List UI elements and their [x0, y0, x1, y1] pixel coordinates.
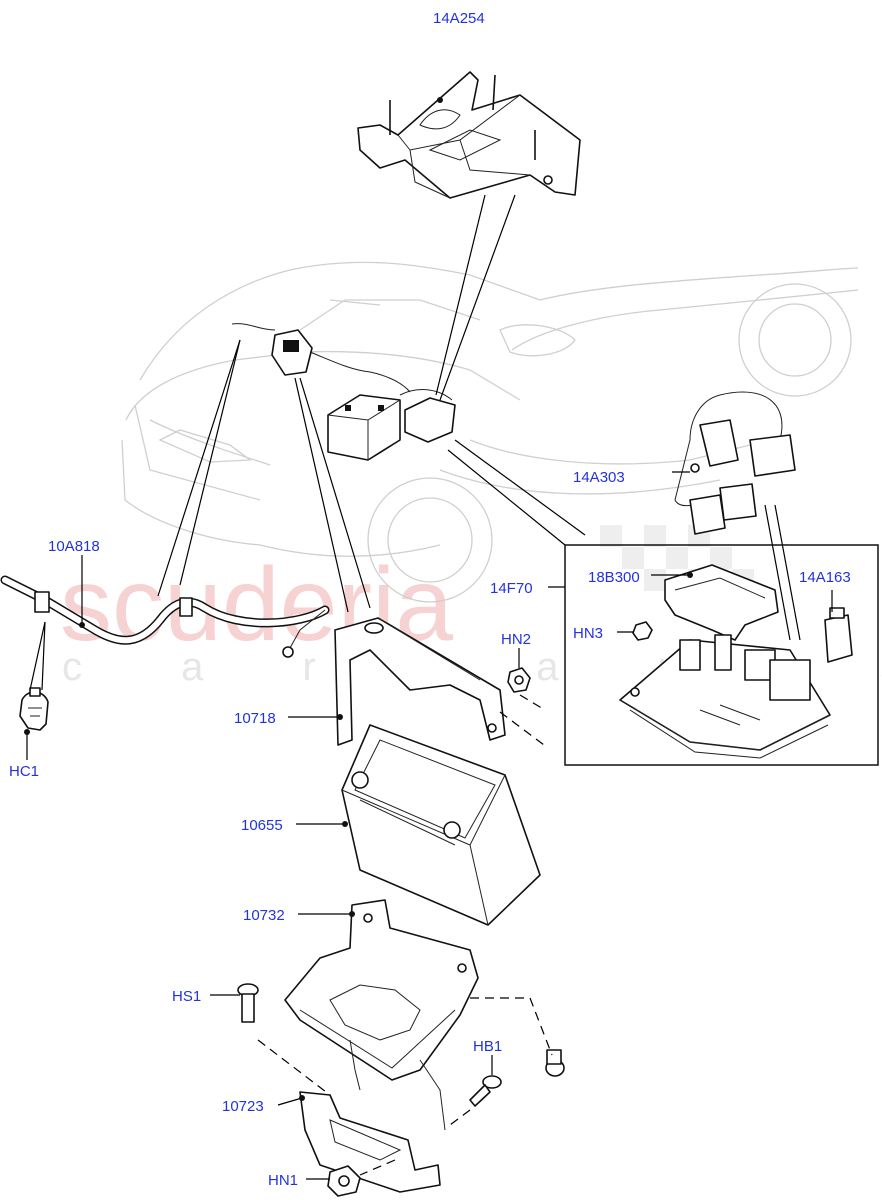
part-10723-bracket: [299, 1091, 441, 1193]
part-10718-plate: [334, 617, 506, 746]
label-HB1: HB1: [473, 1038, 502, 1055]
part-10655-battery: [341, 724, 541, 926]
label-HN2: HN2: [501, 631, 531, 648]
label-10718: 10718: [234, 710, 276, 727]
engine-bay-battery: [327, 394, 401, 461]
label-HN1: HN1: [268, 1172, 298, 1189]
engine-bay-relay: [231, 323, 411, 393]
label-14F70: 14F70: [490, 580, 533, 597]
label-HC1: HC1: [9, 763, 39, 780]
label-10732: 10732: [243, 907, 285, 924]
part-14A254-bracket: [357, 71, 581, 199]
label-HN3: HN3: [573, 625, 603, 642]
leader-lines: [29, 194, 801, 691]
part-10732-tray: [284, 899, 479, 1131]
label-14A254: 14A254: [433, 10, 485, 27]
part-HS1-stud: [237, 983, 259, 1023]
part-14A303-harness: [674, 391, 796, 535]
part-14F70-fusebox-group: [564, 544, 879, 766]
assembly-dash-lines: [257, 694, 553, 1176]
part-HN2-nut: [507, 667, 531, 693]
part-HB1-bolt: [469, 1049, 565, 1107]
label-18B300: 18B300: [588, 569, 640, 586]
label-10723: 10723: [222, 1098, 264, 1115]
part-10A818-hose: [0, 575, 330, 658]
detail-frame: [564, 544, 879, 766]
part-labels: 14A254 10A818 14A303 14F70 18B300 14A163…: [9, 10, 851, 1189]
part-HC1-clip: [19, 687, 49, 731]
label-14A303: 14A303: [573, 469, 625, 486]
callout-leaders: [24, 471, 833, 1180]
label-10A818: 10A818: [48, 538, 100, 555]
part-HN1-nut: [327, 1165, 361, 1197]
label-14A163: 14A163: [799, 569, 851, 586]
label-HS1: HS1: [172, 988, 201, 1005]
engine-bay-fusebox: [399, 389, 456, 443]
label-10655: 10655: [241, 817, 283, 834]
